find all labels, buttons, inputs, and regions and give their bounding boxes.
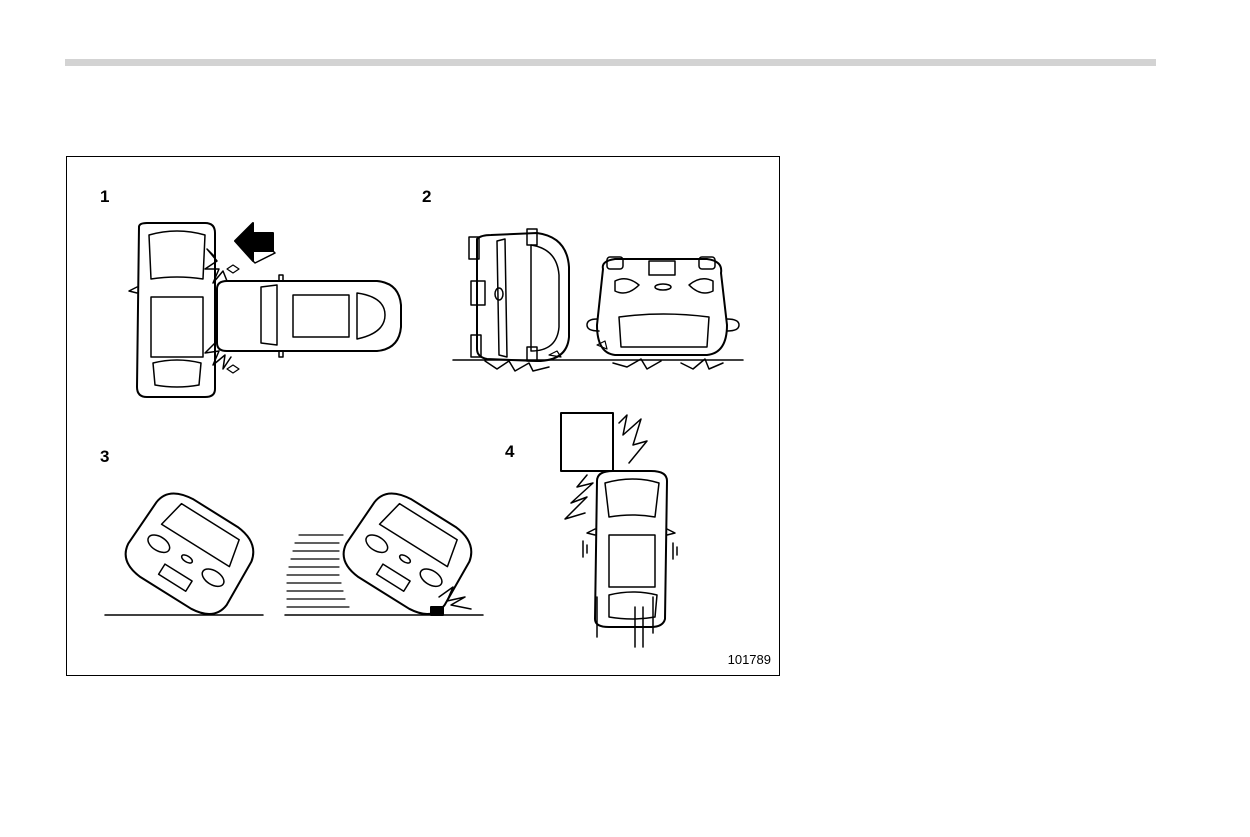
page-header-rule bbox=[65, 59, 1156, 66]
tilted-car-left bbox=[124, 492, 255, 615]
panel-number-2: 2 bbox=[422, 187, 432, 206]
horizontal-car bbox=[216, 274, 402, 358]
speed-lines bbox=[286, 534, 350, 608]
side-impact-scene bbox=[128, 222, 402, 398]
panel-number-3: 3 bbox=[100, 447, 110, 466]
motion-marks bbox=[582, 540, 678, 648]
rollover-scene bbox=[452, 228, 744, 372]
side-on-car bbox=[468, 228, 570, 362]
panel-number-1: 1 bbox=[100, 187, 110, 206]
curb-block bbox=[430, 606, 444, 616]
rear-impact-scene bbox=[560, 412, 678, 648]
tilted-car-scene bbox=[104, 492, 484, 616]
illustration-frame: 1 2 3 4 101789 bbox=[66, 156, 780, 676]
falling-box bbox=[560, 412, 614, 472]
panel-number-4: 4 bbox=[505, 442, 515, 461]
figure-id: 101789 bbox=[727, 652, 771, 667]
vertical-car bbox=[128, 222, 216, 398]
vertical-car-rear bbox=[586, 470, 676, 628]
crash-types-illustration bbox=[104, 222, 744, 648]
tilted-car-right bbox=[342, 492, 473, 615]
overturned-car bbox=[586, 256, 740, 356]
